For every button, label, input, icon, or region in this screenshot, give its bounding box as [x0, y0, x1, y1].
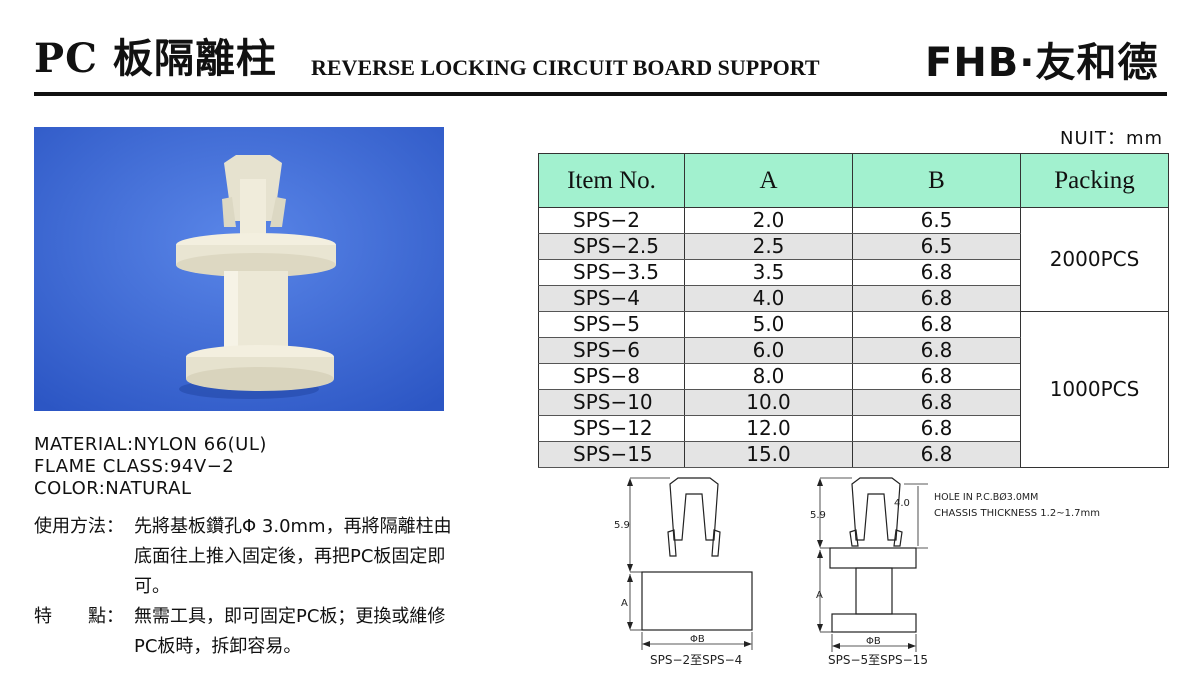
table-row: SPS−6 6.0 6.8 — [538, 337, 1169, 364]
spec-table: Item No. A B Packing SPS−2 2.0 6.5 2000P… — [538, 153, 1169, 468]
title-chinese: PC 板隔離柱 — [34, 35, 277, 82]
dim-a-label: A — [816, 590, 823, 601]
b-cell: 6.8 — [852, 441, 1021, 468]
item-cell: SPS−4 — [538, 285, 685, 312]
usage-method-label: 使用方法： — [34, 516, 124, 537]
dim-5-9-label: 5.9 — [810, 510, 826, 521]
item-cell: SPS−12 — [538, 415, 685, 442]
feature-label: 特 點： — [34, 606, 124, 627]
a-cell: 3.5 — [684, 259, 853, 286]
table-header-row: Item No. A B Packing — [538, 153, 1169, 208]
a-cell: 12.0 — [684, 415, 853, 442]
dim-4-0-label: 4.0 — [894, 498, 910, 509]
item-cell: SPS−5 — [538, 311, 685, 338]
a-cell: 15.0 — [684, 441, 853, 468]
b-cell: 6.8 — [852, 337, 1021, 364]
a-cell: 2.5 — [684, 233, 853, 260]
b-cell: 6.8 — [852, 311, 1021, 338]
drawing-sps-long: 5.9 4.0 A ΦB SPS−5至SPS−15 HOLE IN P.C.BØ… — [810, 477, 1100, 667]
item-cell: SPS−2 — [538, 207, 685, 234]
item-cell: SPS−2.5 — [538, 233, 685, 260]
b-cell: 6.8 — [852, 285, 1021, 312]
b-cell: 6.8 — [852, 415, 1021, 442]
header-item-no: Item No. — [538, 153, 685, 208]
a-cell: 2.0 — [684, 207, 853, 234]
dim-a-label: A — [621, 598, 628, 609]
a-cell: 8.0 — [684, 363, 853, 390]
caption-right: SPS−5至SPS−15 — [828, 653, 928, 667]
usage-notes: 使用方法： 先將基板鑽孔Φ 3.0mm，再將隔離柱由底面往上推入固定後，再把PC… — [34, 512, 454, 662]
table-row: SPS−8 8.0 6.8 — [538, 363, 1169, 390]
b-cell: 6.5 — [852, 233, 1021, 260]
material-text: MATERIAL:NYLON 66(UL) — [34, 434, 267, 455]
dim-b-label: ΦB — [690, 634, 705, 645]
drawing-sps-short: 5.9 A ΦB SPS−2至SPS−4 — [614, 477, 753, 667]
b-cell: 6.8 — [852, 363, 1021, 390]
a-cell: 5.0 — [684, 311, 853, 338]
header-packing: Packing — [1020, 153, 1169, 208]
color-text: COLOR:NATURAL — [34, 478, 192, 499]
brand-logo: FHB·友和德 — [925, 40, 1159, 86]
header-b: B — [852, 153, 1021, 208]
table-row: SPS−12 12.0 6.8 — [538, 415, 1169, 442]
item-cell: SPS−8 — [538, 363, 685, 390]
a-cell: 6.0 — [684, 337, 853, 364]
b-cell: 6.8 — [852, 389, 1021, 416]
header-rule — [34, 92, 1167, 96]
chassis-note: CHASSIS THICKNESS 1.2~1.7mm — [934, 508, 1100, 519]
unit-label: NUIT：mm — [1060, 128, 1164, 149]
table-row: SPS−10 10.0 6.8 — [538, 389, 1169, 416]
item-cell: SPS−6 — [538, 337, 685, 364]
table-row: SPS−4 4.0 6.8 — [538, 285, 1169, 312]
a-cell: 10.0 — [684, 389, 853, 416]
a-cell: 4.0 — [684, 285, 853, 312]
packing-cell: 2000PCS — [1020, 207, 1169, 312]
flame-class-text: FLAME CLASS:94V−2 — [34, 456, 235, 477]
item-cell: SPS−3.5 — [538, 259, 685, 286]
table-row: SPS−5 5.0 6.8 1000PCS — [538, 311, 1169, 468]
item-cell: SPS−10 — [538, 389, 685, 416]
product-photo — [34, 127, 444, 411]
packing-cell: 1000PCS — [1020, 311, 1169, 468]
table-row: SPS−15 15.0 6.8 — [538, 441, 1169, 468]
item-cell: SPS−15 — [538, 441, 685, 468]
title-english: REVERSE LOCKING CIRCUIT BOARD SUPPORT — [311, 55, 820, 80]
dim-5-9-label: 5.9 — [614, 520, 630, 531]
b-cell: 6.8 — [852, 259, 1021, 286]
table-row: SPS−2.5 2.5 6.5 — [538, 233, 1169, 260]
material-specs: MATERIAL:NYLON 66(UL) FLAME CLASS:94V−2 … — [34, 434, 267, 500]
caption-left: SPS−2至SPS−4 — [650, 653, 742, 667]
table-row: SPS−2 2.0 6.5 2000PCS — [538, 207, 1169, 312]
dim-b-label: ΦB — [866, 636, 881, 647]
b-cell: 6.5 — [852, 207, 1021, 234]
usage-method-text: 先將基板鑽孔Φ 3.0mm，再將隔離柱由底面往上推入固定後，再把PC板固定即可。 — [134, 516, 452, 597]
hole-note: HOLE IN P.C.BØ3.0MM — [934, 492, 1038, 503]
feature-text: 無需工具，即可固定PC板；更換或維修PC板時，拆卸容易。 — [134, 606, 446, 657]
table-row: SPS−3.5 3.5 6.8 — [538, 259, 1169, 286]
header-a: A — [684, 153, 853, 208]
